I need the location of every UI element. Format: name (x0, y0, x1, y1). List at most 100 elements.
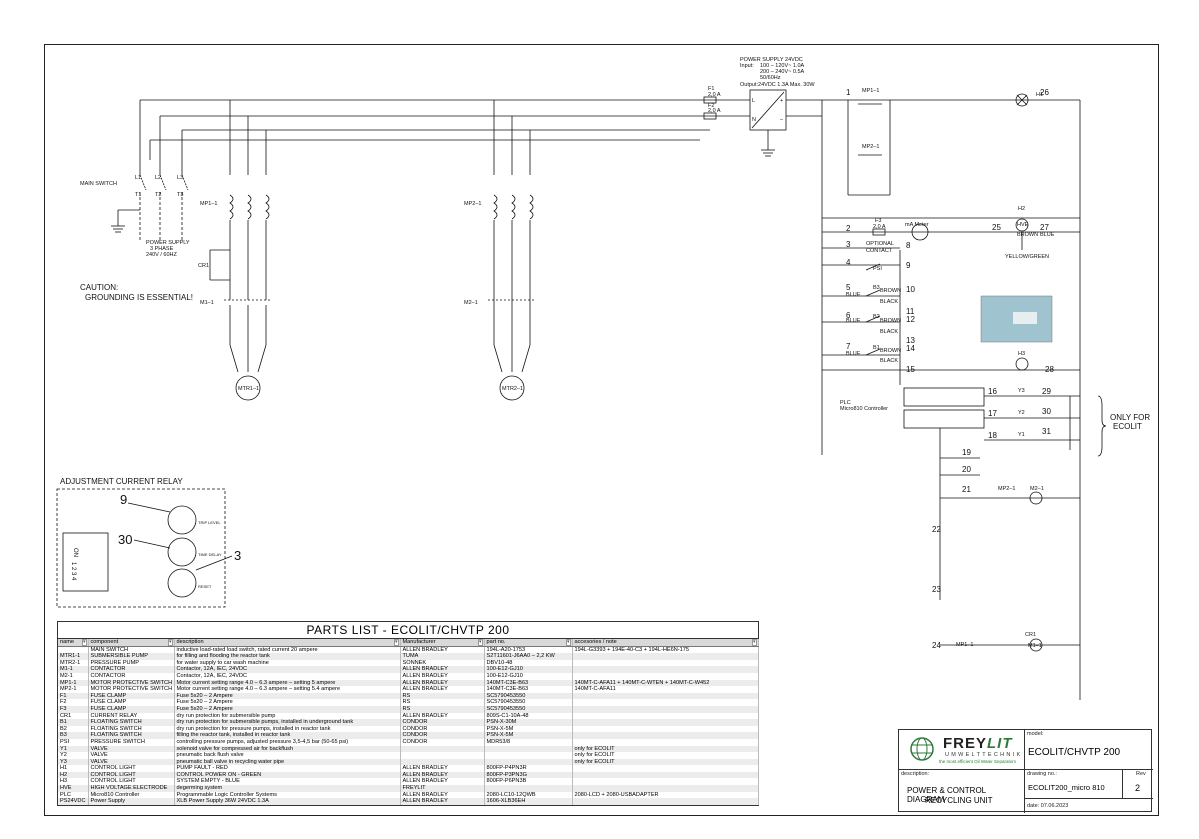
table-cell: SYSTEM EMPTY - BLUE (174, 778, 401, 786)
table-cell: degerming system (174, 785, 401, 792)
caution-line-1: CAUTION: (80, 283, 118, 292)
table-cell: B3 (58, 732, 89, 739)
table-cell (484, 758, 573, 766)
filter-dropdown-icon[interactable]: ▾ (565, 639, 571, 646)
m1-label: M1–1 (200, 300, 214, 306)
table-cell: MP2-1 (58, 686, 89, 693)
column-header[interactable]: component▾ (88, 639, 175, 647)
terminal-l1: L1 (135, 175, 141, 181)
table-cell: PSN-X-30M (484, 719, 573, 726)
table-cell: TUMA (400, 653, 485, 660)
table-cell: 140MT-C3E-B63 (484, 686, 573, 693)
table-cell: Y3 (58, 758, 89, 766)
wire-blue-b2: BLUE (846, 318, 861, 324)
description-cell: description: POWER & CONTROL DIAGRAM REC… (899, 770, 1025, 813)
fuse-f2-rating: 2,0 A (708, 108, 721, 114)
column-header[interactable]: name▾ (58, 639, 89, 647)
filter-dropdown-icon[interactable]: ▾ (167, 639, 173, 646)
table-cell (572, 765, 759, 772)
table-cell (484, 752, 573, 759)
table-cell: Contactor, 12A, IEC, 24VDC (174, 672, 401, 680)
table-cell: 140MT-C-AFA11 (572, 686, 759, 693)
brand-tagline: the most efficient Oil Water Separators (939, 759, 1017, 764)
plc-label-2: Micro810 Controller (840, 406, 888, 412)
column-header[interactable]: accesories / note▾ (572, 639, 759, 647)
filter-dropdown-icon[interactable]: ▾ (81, 639, 87, 646)
only-for-label-2: ECOLIT (1113, 422, 1142, 431)
table-cell: CONTROL LIGHT (88, 778, 175, 786)
table-cell: XLB Power Supply 36W 24VDC 1.3A (174, 798, 401, 805)
table-cell (572, 732, 759, 739)
column-header[interactable]: description▾ (174, 639, 401, 647)
rung-number-18: 18 (988, 431, 997, 440)
mtr2-label: MTR2–1 (502, 386, 523, 392)
filter-dropdown-icon[interactable]: ▾ (393, 639, 399, 646)
table-cell: 809S-C1-10A-48 (484, 712, 573, 720)
rung-number-23: 23 (932, 585, 941, 594)
parts-list-table: PARTS LIST - ECOLIT/CHVTP 200 name▾ comp… (57, 621, 759, 806)
column-header[interactable]: Manufacturer▾ (400, 639, 485, 647)
rung-number-14: 14 (906, 344, 915, 353)
terminal-l3: L3 (177, 175, 183, 181)
filter-dropdown-icon[interactable]: ▾ (477, 639, 483, 646)
table-cell: inductive load-rated load switch, rated … (174, 646, 401, 654)
only-for-label-1: ONLY FOR (1110, 413, 1150, 422)
table-cell: MOTOR PROTECTIVE SWITCH (88, 679, 175, 687)
rung-number-15: 15 (906, 365, 915, 374)
filter-dropdown-icon[interactable]: ▾ (751, 639, 757, 646)
psi-label: PSI (873, 266, 882, 272)
rung-number-13: 13 (906, 336, 915, 345)
callout-9: 9 (120, 492, 127, 507)
table-cell: ALLEN BRADLEY (400, 771, 485, 779)
device-h2: H2 (1018, 206, 1025, 212)
rung-number-24: 24 (932, 641, 941, 650)
table-cell (572, 653, 759, 660)
column-header[interactable]: part no.▾ (484, 639, 573, 647)
rung-number-2: 2 (846, 224, 851, 233)
table-cell: 800FP-P3PN3G (484, 771, 573, 779)
device-h1: H1 (1036, 92, 1043, 98)
rung-number-6: 6 (846, 311, 851, 320)
device-y1: Y1 (1018, 432, 1025, 438)
table-cell: dry run protection for submersible pumps… (174, 719, 401, 726)
wire-blue-b3: BLUE (846, 292, 861, 298)
rung-number-5: 5 (846, 283, 851, 292)
table-cell: RS (400, 705, 485, 713)
terminal-t2: T2 (155, 192, 161, 198)
brand-subtitle: UMWELTTECHNIK (945, 752, 1023, 758)
table-cell: PS24VDC (58, 798, 89, 805)
table-cell: FREYLIT (400, 785, 485, 792)
table-cell: CONDOR (400, 732, 485, 739)
rung-number-19: 19 (962, 448, 971, 457)
fuse-f3-rating: 2,0 A (873, 224, 886, 230)
table-cell: only for ECOLIT (572, 752, 759, 759)
rung-number-12: 12 (906, 315, 915, 324)
psu-terminal-minus: – (780, 117, 784, 123)
table-cell: F2 (58, 699, 89, 706)
device-b2: B2 (873, 314, 880, 320)
wire-blue-b1: BLUE (846, 351, 861, 357)
description-line-1: POWER & CONTROL DIAGRAM (907, 786, 986, 804)
table-cell: controlling pressure pumps, adjusted pre… (174, 738, 401, 746)
rung-number-3: 3 (846, 240, 851, 249)
title-block: FREYLIT UMWELTTECHNIK the most efficient… (898, 729, 1153, 813)
fuse-f3-label: F3 (875, 218, 881, 224)
table-cell: ALLEN BRADLEY (400, 646, 485, 654)
table-cell: VALVE (88, 758, 175, 766)
table-cell: RS (400, 699, 485, 706)
table-cell: ALLEN BRADLEY (400, 679, 485, 687)
wire-black-b1: BLACK (880, 358, 898, 364)
dip-numbers: 1 2 3 4 (70, 562, 76, 581)
m2-label: M2–1 (464, 300, 478, 306)
table-cell: CONDOR (400, 719, 485, 726)
table-cell: CR1 (58, 712, 89, 720)
table-cell (572, 771, 759, 779)
